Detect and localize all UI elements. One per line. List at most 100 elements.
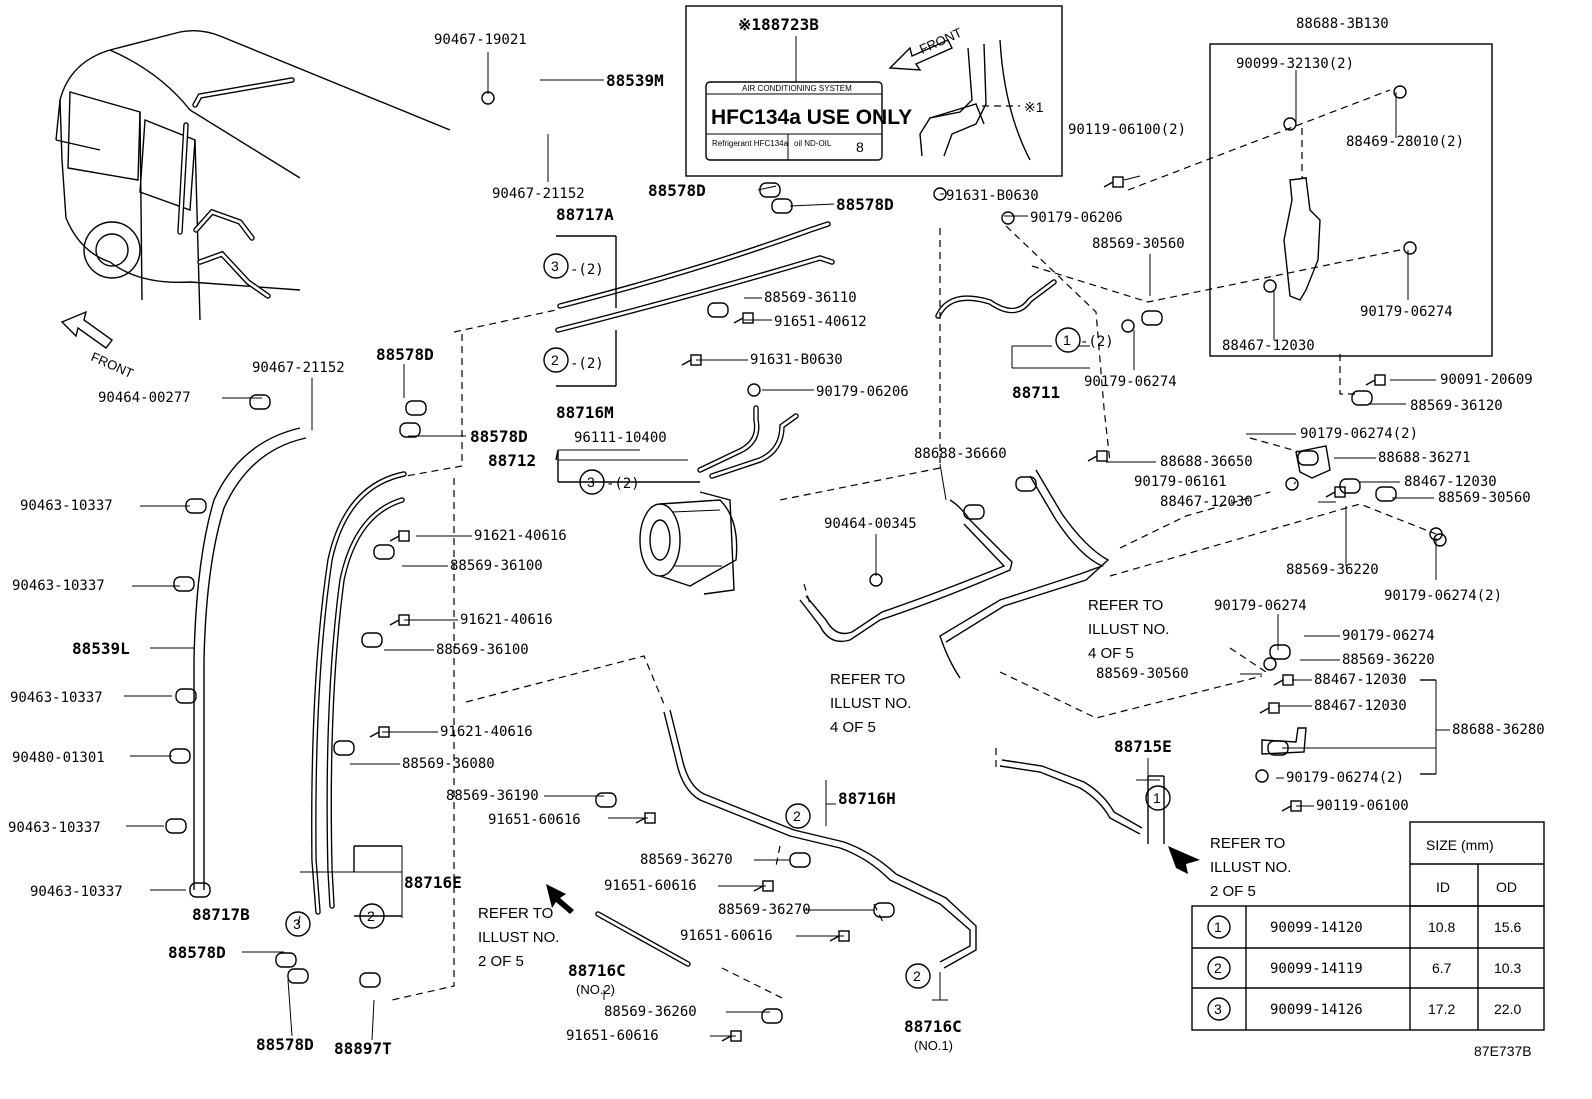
dashed-guide [803,583,811,605]
clamp-icon [759,182,781,198]
refer-2-center-line2: ILLUST NO. [478,929,559,946]
callout-91621-40616-b: 91621-40616 [460,612,553,628]
row-id: 17.2 [1428,1001,1455,1017]
leader-line [371,999,375,1041]
pipe-network [193,221,1143,969]
clamp-icon [165,818,187,834]
callout-88569-36260: 88569-36260 [604,1004,697,1020]
clamp-icon [189,882,211,898]
callout-91651-60616-a: 91651-60616 [488,812,581,828]
ref-number: 1 [1063,332,1071,348]
callout-88716C-no2-sub: (NO.2) [576,982,615,997]
callout-90179-06274-c: 90179-06274 [1214,598,1307,614]
bolt-icon [1282,674,1294,686]
dashed-guide [1339,354,1360,395]
callout-90091-20609: 90091-20609 [1440,372,1533,388]
ref-number: 2 [367,908,375,924]
callout-88712-qty: -(2) [606,476,640,492]
nut-icon [1393,85,1407,99]
refer-2-center-line1: REFER TO [478,905,553,922]
ref-circle [1145,785,1171,811]
clamp-icon [275,952,297,968]
bolt-shank [389,535,400,542]
ref-circle [579,469,605,495]
ref-number: 3 [293,916,301,932]
callout-88578D-top2: 88578D [836,195,894,214]
callout-88897T: 88897T [334,1039,392,1058]
row-part: 90099-14126 [1270,1002,1363,1018]
callout-88711-qty: -(2) [1080,334,1114,350]
label-headline: HFC134a USE ONLY [711,106,912,129]
callout-91621-40616-c: 91621-40616 [440,724,533,740]
bolt-icon [742,312,754,324]
bolt-shank [389,619,400,626]
clamp-icon [249,394,271,410]
clamp-icon [963,504,985,520]
callout-88569-36110: 88569-36110 [764,290,857,306]
clamp-icon [707,302,729,318]
clamp-icon [361,632,383,648]
callout-88716C-no1: 88716C [904,1017,962,1036]
callout-90179-06274-2c: 90179-06274(2) [1286,770,1404,786]
callout-88717B: 88717B [192,905,250,924]
dashed-guides [391,89,1437,1001]
nut-icon [1121,319,1135,333]
clamp-icon [373,544,395,560]
compressor-icon [639,491,738,595]
callout-88539L: 88539L [72,639,130,658]
refer-note-2-right: REFER TO ILLUST NO. 2 OF 5 [1168,835,1291,900]
callout-88569-36270-b: 88569-36270 [718,902,811,918]
label-oil-value: 8 [856,139,864,155]
callout-88539M: 88539M [606,71,664,90]
callout-88716M-qty: -(2) [570,356,604,372]
callout-88467-12030-e: 88467-12030 [1314,698,1407,714]
callout-88715E: 88715E [1114,737,1172,756]
clamp-icon [789,852,811,868]
clamp-icon [333,740,355,756]
refer-2-center-line3: 2 OF 5 [478,953,524,970]
callout-91621-40616-a: 91621-40616 [474,528,567,544]
callout-88688-36650: 88688-36650 [1160,454,1253,470]
callout-90179-06274-b: 90179-06274 [1084,374,1177,390]
dashed-guide [1119,491,1271,549]
callout-90467-21152-left: 90467-21152 [252,360,345,376]
bolt-icon [1374,374,1386,386]
clamp-icon [761,1008,783,1024]
bolt-shank [1281,805,1292,812]
row-id: 10.8 [1428,919,1455,935]
front-label-left: FRONT [89,349,136,381]
row-od: 22.0 [1494,1001,1521,1017]
nut-icon [1285,477,1299,491]
bolt-shank [1087,455,1098,462]
callout-88467-12030-c: 88467-12030 [1160,494,1253,510]
leader-line [1293,481,1297,485]
callout-91631-B0630-b: 91631-B0630 [750,352,843,368]
clamp-icon [173,576,195,592]
row-no: 3 [1214,1001,1222,1017]
callout-91651-60616-d: 91651-60616 [566,1028,659,1044]
bolt-shank [1365,379,1376,386]
leader-line [297,915,301,925]
size-table-row: 1 90099-14120 10.8 15.6 [1207,915,1521,939]
callout-88569-30560-c: 88569-30560 [1096,666,1189,682]
callout-88716H: 88716H [838,789,896,808]
bolt-shank [1103,181,1114,188]
callout-88467-12030-b: 88467-12030 [1404,474,1497,490]
dashed-guide [721,967,787,1001]
callout-88569-30560-a: 88569-30560 [1092,236,1185,252]
callout-90480-01301: 90480-01301 [12,750,105,766]
bracket-group-box [1209,43,1493,357]
refer-2-right-line2: ILLUST NO. [1210,859,1291,876]
refer-2-right-line3: 2 OF 5 [1210,883,1256,900]
label-code: ※188723B [738,15,819,34]
refer-arrow-icon [546,884,574,914]
ref-number: 3 [551,258,559,274]
callout-90464-00345: 90464-00345 [824,516,917,532]
callout-90464-00277: 90464-00277 [98,390,191,406]
ref-circle [1055,327,1081,353]
callout-88716C-no2: 88716C [568,961,626,980]
refer-arrow-icon [1168,846,1200,874]
callout-88467-12030-d: 88467-12030 [1314,672,1407,688]
